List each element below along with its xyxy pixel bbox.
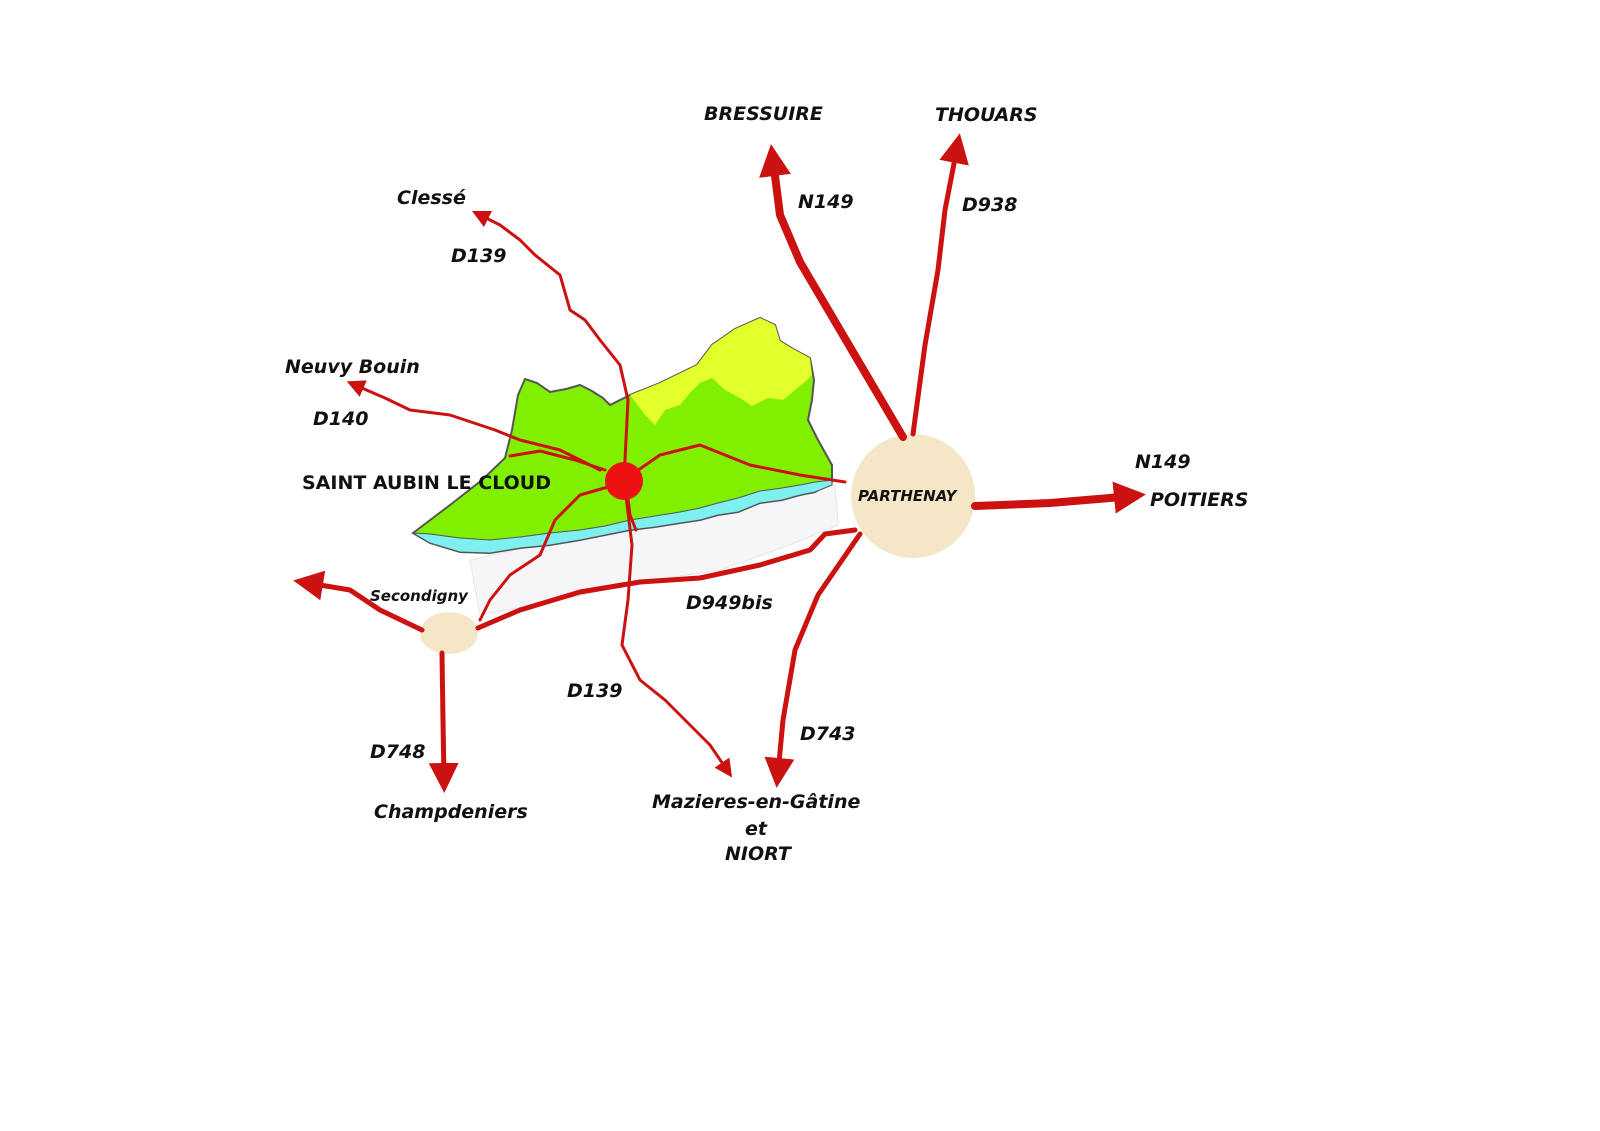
road-secondigny-west bbox=[293, 570, 425, 633]
label-d140: D140 bbox=[313, 408, 368, 430]
commune-highland bbox=[630, 318, 812, 425]
label-d748: D748 bbox=[370, 741, 425, 763]
label-clesse: Clessé bbox=[397, 187, 466, 209]
road-d748 bbox=[428, 650, 459, 793]
label-parthenay: PARTHENAY bbox=[858, 487, 959, 505]
parthenay-circle bbox=[851, 434, 975, 558]
label-d139-south: D139 bbox=[567, 680, 622, 702]
label-mazieres: Mazieres-en-Gâtine bbox=[652, 791, 860, 813]
label-secondigny: Secondigny bbox=[370, 587, 469, 605]
secondigny-circle bbox=[420, 612, 478, 654]
road-d140 bbox=[346, 380, 602, 472]
label-d938: D938 bbox=[962, 194, 1017, 216]
road-n149-north bbox=[759, 144, 907, 441]
label-poitiers: POITIERS bbox=[1150, 489, 1248, 511]
label-n149-east: N149 bbox=[1135, 451, 1191, 473]
label-d949bis: D949bis bbox=[686, 592, 773, 614]
road-d139-south bbox=[620, 478, 733, 778]
road-n149-east bbox=[971, 481, 1146, 514]
road-d949bis bbox=[475, 527, 858, 631]
label-bressuire: BRESSUIRE bbox=[704, 103, 823, 125]
saint-aubin-dot bbox=[605, 462, 643, 500]
road-d743 bbox=[764, 531, 863, 788]
label-niort: NIORT bbox=[725, 843, 793, 865]
road-sw-link bbox=[478, 481, 624, 622]
label-d743: D743 bbox=[800, 723, 855, 745]
label-champdeniers: Champdeniers bbox=[374, 801, 528, 823]
label-saint-aubin: SAINT AUBIN LE CLOUD bbox=[302, 472, 551, 494]
label-neuvy-bouin: Neuvy Bouin bbox=[285, 356, 420, 378]
river bbox=[412, 479, 833, 554]
road-d139-north bbox=[471, 210, 630, 482]
label-et: et bbox=[745, 818, 768, 840]
label-thouars: THOUARS bbox=[935, 104, 1038, 126]
label-n149-north: N149 bbox=[798, 191, 854, 213]
road-east-link bbox=[622, 443, 847, 484]
label-d139-north: D139 bbox=[451, 245, 506, 267]
road-west-link bbox=[508, 449, 607, 472]
road-d938 bbox=[910, 133, 969, 437]
